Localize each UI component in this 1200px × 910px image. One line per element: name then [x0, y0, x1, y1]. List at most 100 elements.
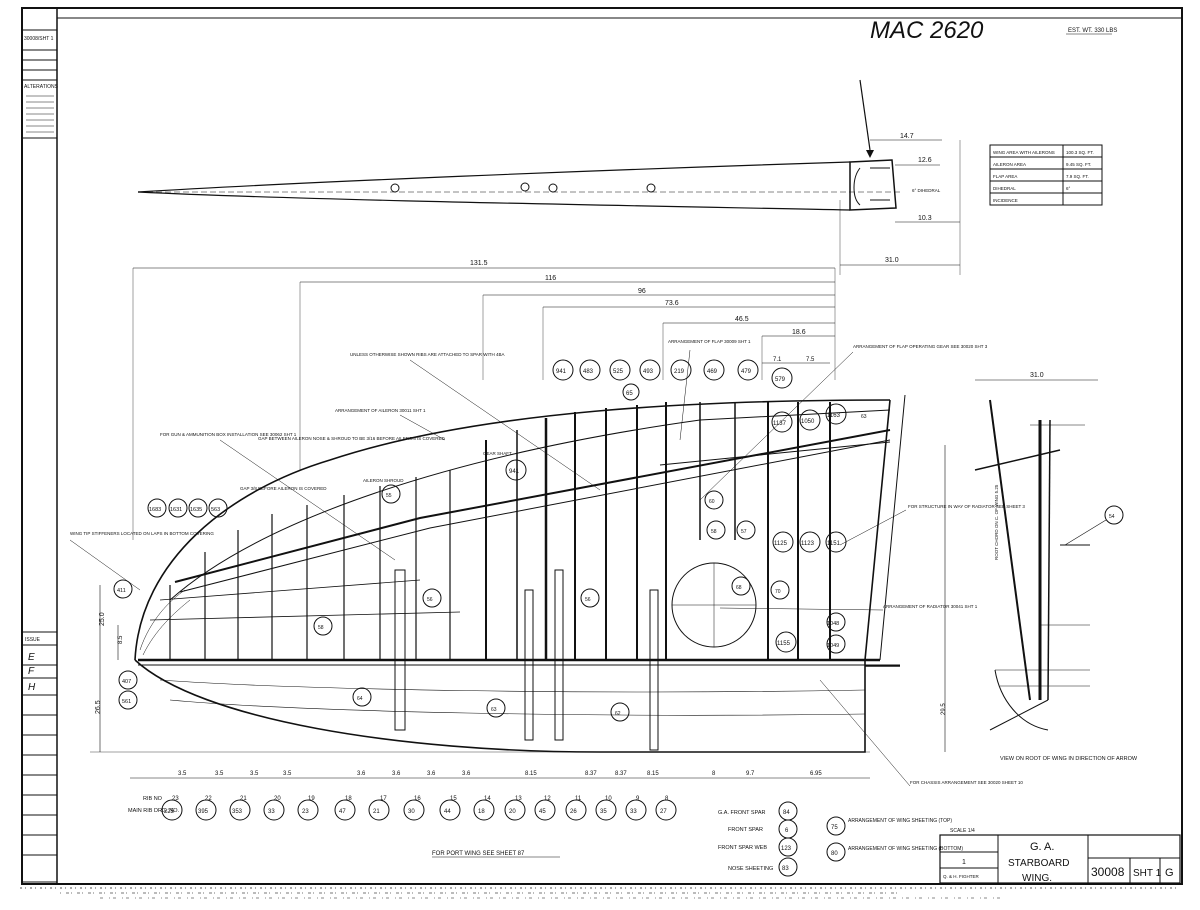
area-value-3: 6°	[1066, 186, 1071, 191]
drg-bubble: 44	[439, 799, 461, 821]
dim-116: 116	[545, 275, 556, 282]
drg-bubble: 45	[534, 799, 556, 821]
spar-label-2: FRONT SPAR WEB	[718, 845, 767, 851]
sheeting-ref-0: 75	[831, 825, 838, 831]
area-label-2: FLAP AREA	[993, 174, 1017, 179]
ref-bubble: 57	[736, 520, 756, 540]
issue-mark-f: F	[28, 666, 35, 677]
dim-12-6: 12.6	[918, 157, 932, 164]
svg-text:941: 941	[509, 469, 520, 475]
rib-no-2: 21	[240, 796, 247, 802]
rib-no-14: 9	[636, 796, 640, 802]
reference-bubbles: 941 483 525 493 219 469 479 579 1137 105…	[113, 359, 1115, 722]
ref-bubble: 68	[731, 576, 751, 596]
ref-bubble: 1635	[188, 498, 208, 518]
drg-bubble: 18	[473, 799, 495, 821]
spacing-1: 3.5	[215, 771, 224, 777]
area-label-1: AILERON AREA	[993, 162, 1026, 167]
dim-26-5: 26.5	[95, 700, 102, 714]
wing-leading-outline	[134, 399, 891, 661]
svg-text:941: 941	[556, 369, 567, 375]
ref-bubble: 561	[118, 690, 138, 710]
svg-text:62: 62	[615, 711, 621, 717]
rib-no-6: 17	[380, 796, 387, 802]
rib-no-8: 15	[450, 796, 457, 802]
revision-letter: G	[1165, 867, 1174, 879]
ref-bubble: 407	[118, 670, 138, 690]
ref-bubble: 56	[422, 588, 442, 608]
ref-bubble: 941	[552, 359, 574, 381]
svg-text:479: 479	[741, 369, 752, 375]
note-arrangement-aileron: ARRANGEMENT OF AILERON 30011 SHT 1	[335, 408, 426, 413]
drg-bubble: 47	[334, 799, 356, 821]
note-arrangement-radiator: ARRANGEMENT OF RADIATOR 30041 SHT 1	[883, 604, 978, 609]
dim-31-0-root: 31.0	[1030, 372, 1044, 379]
dim-7-1: 7.1	[773, 357, 782, 363]
rib-no-9: 14	[484, 796, 491, 802]
ref-bubble: 1631	[168, 498, 188, 518]
rib-no-15: 8	[665, 796, 669, 802]
note-flap-operating: ARRANGEMENT OF FLAP OPERATING GEAR SEE 3…	[853, 344, 988, 349]
spacing-11: 8.15	[647, 771, 659, 777]
ref-bubble: 1048	[826, 612, 846, 632]
ref-bubble: 56	[580, 588, 600, 608]
svg-text:411: 411	[117, 588, 126, 594]
spar-legend: G.A. FRONT SPAR 84 FRONT SPAR 6 FRONT SP…	[718, 801, 963, 877]
svg-text:58: 58	[711, 529, 717, 535]
rib-no-label: RIB NO	[143, 796, 163, 802]
weight-note: EST. WT. 330 LBS	[1068, 28, 1117, 34]
fighter-note: Q. & H. FIGHTER	[943, 874, 980, 879]
svg-text:64: 64	[357, 696, 363, 702]
spar-label-0: G.A. FRONT SPAR	[718, 810, 765, 816]
alterations-block: 30008/SHT 1 ALTERATIONS	[21, 7, 59, 139]
svg-text:68: 68	[736, 585, 742, 591]
sheet-number: SHT 1	[1133, 868, 1162, 879]
svg-text:1137: 1137	[773, 421, 787, 427]
svg-text:45: 45	[539, 809, 546, 815]
dim-10-3: 10.3	[918, 215, 932, 222]
ref-bubble: 60	[704, 490, 724, 510]
plan-side-dims: 25.0 8.5 26.5 ROOT CHORD ON C. OF WING 5…	[90, 445, 999, 753]
spar-label-3: NOSE SHEETING	[728, 866, 773, 872]
rib-no-7: 16	[414, 796, 421, 802]
title-line-3: WING.	[1022, 873, 1052, 884]
issue-mark-e: E	[28, 652, 35, 663]
svg-text:493: 493	[643, 369, 654, 375]
pickup-point	[548, 183, 558, 193]
ref-bubble: 1049	[826, 634, 846, 654]
drg-bubble: 395	[195, 799, 217, 821]
sheet-border	[21, 7, 1183, 885]
drg-bubble: 26	[565, 799, 587, 821]
ref-bubble: 493	[639, 359, 661, 381]
dim-14-7: 14.7	[900, 133, 914, 140]
root-view-caption: VIEW ON ROOT OF WING IN DIRECTION OF ARR…	[1000, 756, 1138, 762]
rib-no-0: 23	[172, 796, 179, 802]
svg-text:579: 579	[775, 377, 786, 383]
ref-bubble: 62	[610, 702, 630, 722]
drg-bubble: 27	[655, 799, 677, 821]
spacing-9: 8.37	[585, 771, 597, 777]
sheeting-ref-1: 80	[831, 851, 838, 857]
ref-bubble: 1137	[771, 411, 793, 433]
svg-text:1151: 1151	[827, 541, 841, 547]
annotations: WING TIP STIFFENERS LOCATED ON LAPS IN B…	[69, 339, 1025, 787]
ref-bubble: 411	[113, 579, 133, 599]
spar-ref-2: 123	[781, 846, 792, 852]
rib-no-4: 19	[308, 796, 315, 802]
area-value-2: 7.9 SQ. FT.	[1066, 174, 1089, 179]
rib-spacing-row: 3.5 3.5 3.5 3.5 3.6 3.6 3.6 3.6 8.15 8.3…	[130, 771, 870, 779]
alterations-heading: ALTERATIONS	[24, 84, 59, 90]
svg-text:70: 70	[775, 589, 781, 595]
drawing-number: 30008	[1091, 865, 1125, 879]
ref-bubble: 70	[770, 580, 790, 600]
sheet-ref-text: 30008/SHT 1	[24, 36, 54, 42]
note-gun-box: FOR GUN & AMMUNITION BOX INSTALLATION SE…	[160, 432, 297, 437]
dim-29-5: 29.5	[941, 703, 947, 715]
rib-no-1: 22	[205, 796, 212, 802]
ref-bubble: 563	[208, 498, 228, 518]
drg-bubble: 35	[595, 799, 617, 821]
pickup-point	[646, 183, 656, 193]
drg-bubble: 225	[161, 799, 183, 821]
svg-text:27: 27	[660, 809, 667, 815]
ref-bubble: 219	[670, 359, 692, 381]
